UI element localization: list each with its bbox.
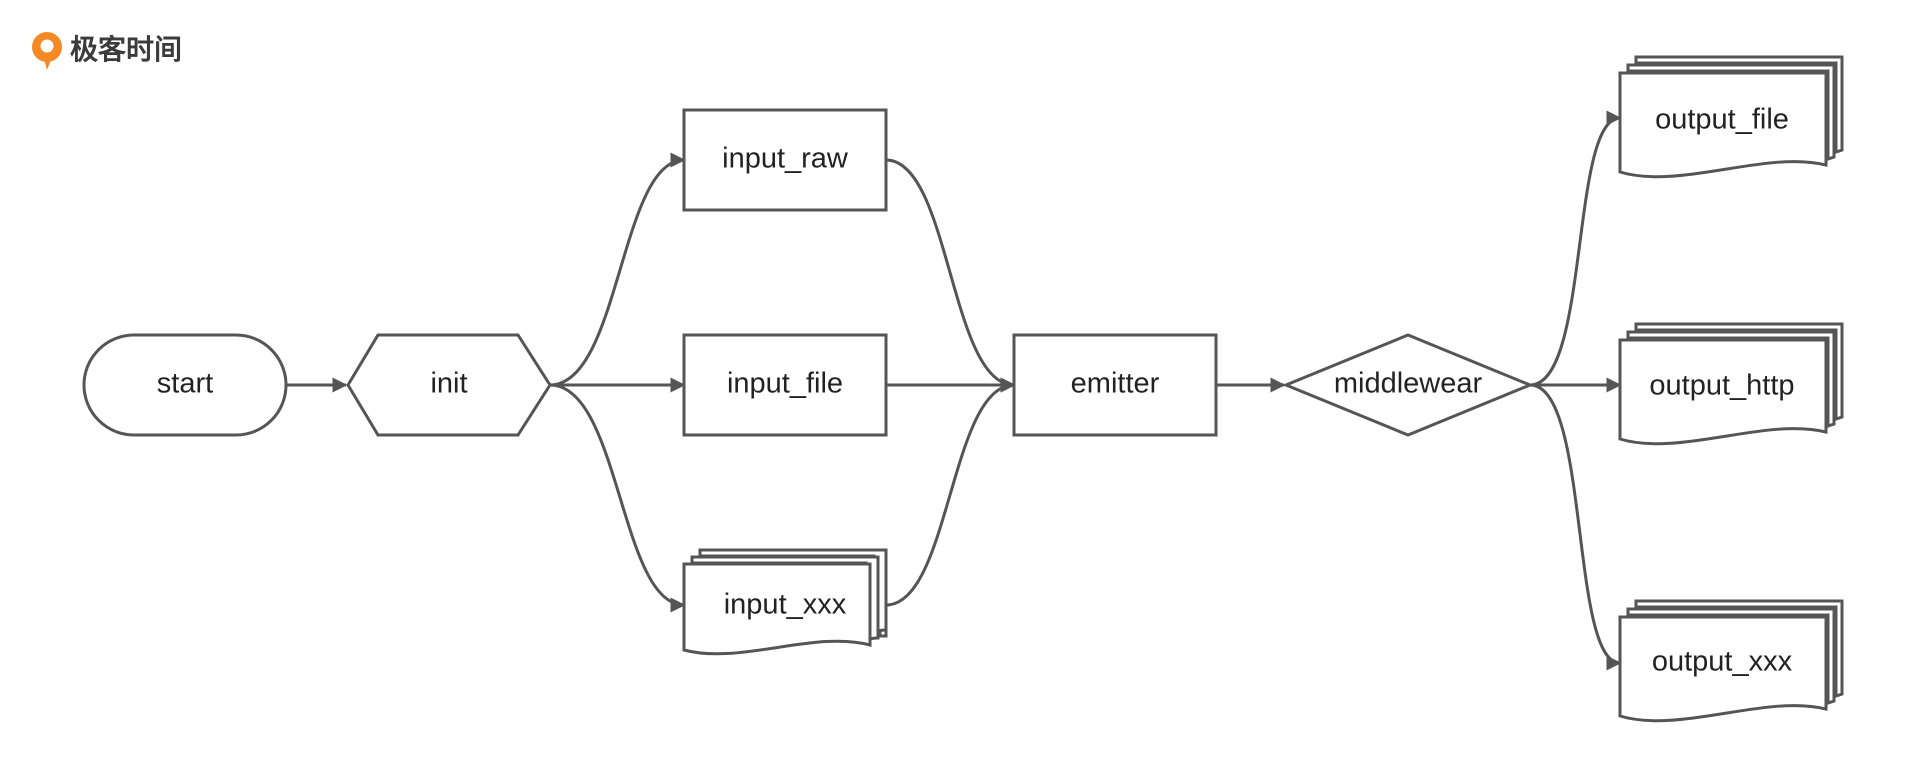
node-input-xxx: input_xxx (682, 548, 888, 656)
edge-input-xxx-emitter (885, 377, 1016, 607)
node-middlewear-label: middlewear (1334, 368, 1483, 400)
node-output-xxx-label: output_xxx (1652, 646, 1793, 678)
edge-middlewear-output-xxx (1529, 383, 1622, 671)
edges (286, 110, 1622, 671)
node-output-file: output_file (1618, 55, 1844, 179)
brand-name: 极客时间 (70, 33, 182, 66)
node-init: init (346, 333, 552, 437)
node-start-label: start (157, 368, 213, 400)
node-input-raw: input_raw (682, 108, 888, 212)
node-output-http-label: output_http (1649, 370, 1794, 402)
node-input-xxx-label: input_xxx (724, 589, 847, 621)
node-init-label: init (430, 368, 467, 400)
node-output-xxx: output_xxx (1618, 599, 1844, 723)
node-emitter-label: emitter (1071, 368, 1160, 400)
node-input-raw-label: input_raw (722, 143, 849, 175)
geektime-logo-icon (32, 32, 62, 70)
node-output-file-label: output_file (1655, 104, 1789, 136)
node-middlewear: middlewear (1282, 333, 1534, 437)
node-start: start (82, 333, 288, 437)
node-input-file: input_file (682, 333, 888, 437)
edge-init-input-raw (549, 152, 686, 387)
brand-logo: 极客时间 (32, 32, 182, 70)
edge-input-raw-emitter (885, 158, 1016, 393)
node-output-http: output_http (1618, 322, 1844, 446)
edge-middlewear-output-file (1529, 110, 1622, 387)
edge-init-input-xxx (549, 383, 686, 613)
node-input-file-label: input_file (727, 368, 843, 400)
node-emitter: emitter (1012, 333, 1218, 437)
